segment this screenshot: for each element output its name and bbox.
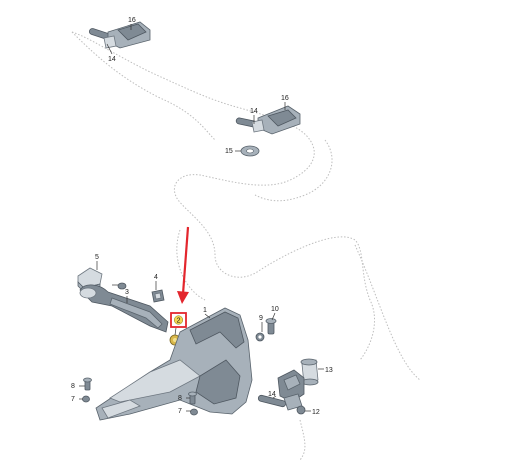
callout-14-top[interactable]: 14	[108, 56, 116, 63]
callout-7-left[interactable]: 7	[71, 396, 75, 403]
red-indicator-arrow	[177, 226, 190, 304]
washer-reservoir[interactable]	[95, 307, 253, 421]
highlighted-callout-2[interactable]: 2	[170, 312, 187, 328]
callout-14-bottom[interactable]: 14	[268, 391, 276, 398]
hose-clip[interactable]	[151, 289, 165, 303]
callout-16-top[interactable]: 16	[128, 17, 136, 24]
callout-16-middle[interactable]: 16	[281, 95, 289, 102]
washer-pump[interactable]	[300, 358, 319, 386]
small-nut[interactable]	[117, 282, 127, 290]
callout-13[interactable]: 13	[325, 367, 333, 374]
callout-4[interactable]: 4	[154, 274, 158, 281]
callout-8-center[interactable]: 8	[178, 395, 182, 402]
callout-8-left[interactable]: 8	[71, 383, 75, 390]
callout-12[interactable]: 12	[312, 409, 320, 416]
callout-3[interactable]: 3	[125, 289, 129, 296]
callout-1[interactable]: 1	[203, 307, 207, 314]
callout-7-center[interactable]: 7	[178, 408, 182, 415]
callout-10[interactable]: 10	[271, 306, 279, 313]
nozzle-assembly-middle[interactable]	[235, 105, 301, 157]
nozzle-assembly-top[interactable]	[88, 21, 151, 49]
bolt-and-washer[interactable]	[255, 318, 277, 342]
callout-15[interactable]: 15	[225, 148, 233, 155]
callout-2: 2	[177, 318, 181, 325]
filler-neck[interactable]	[79, 284, 169, 333]
center-fastener-8-7[interactable]	[188, 391, 198, 416]
pump-connector-assembly[interactable]	[257, 369, 306, 415]
vehicle-body-outline	[71, 31, 421, 461]
callout-5[interactable]: 5	[95, 254, 99, 261]
callout-labels: 16 14 14 16 15 5 4 3 1 9 10 13 14 12 8 7…	[71, 17, 333, 416]
callout-9[interactable]: 9	[259, 315, 263, 322]
left-fastener-8-7[interactable]	[82, 377, 92, 403]
leader-lines	[79, 24, 324, 412]
callout-14-middle[interactable]: 14	[250, 108, 258, 115]
